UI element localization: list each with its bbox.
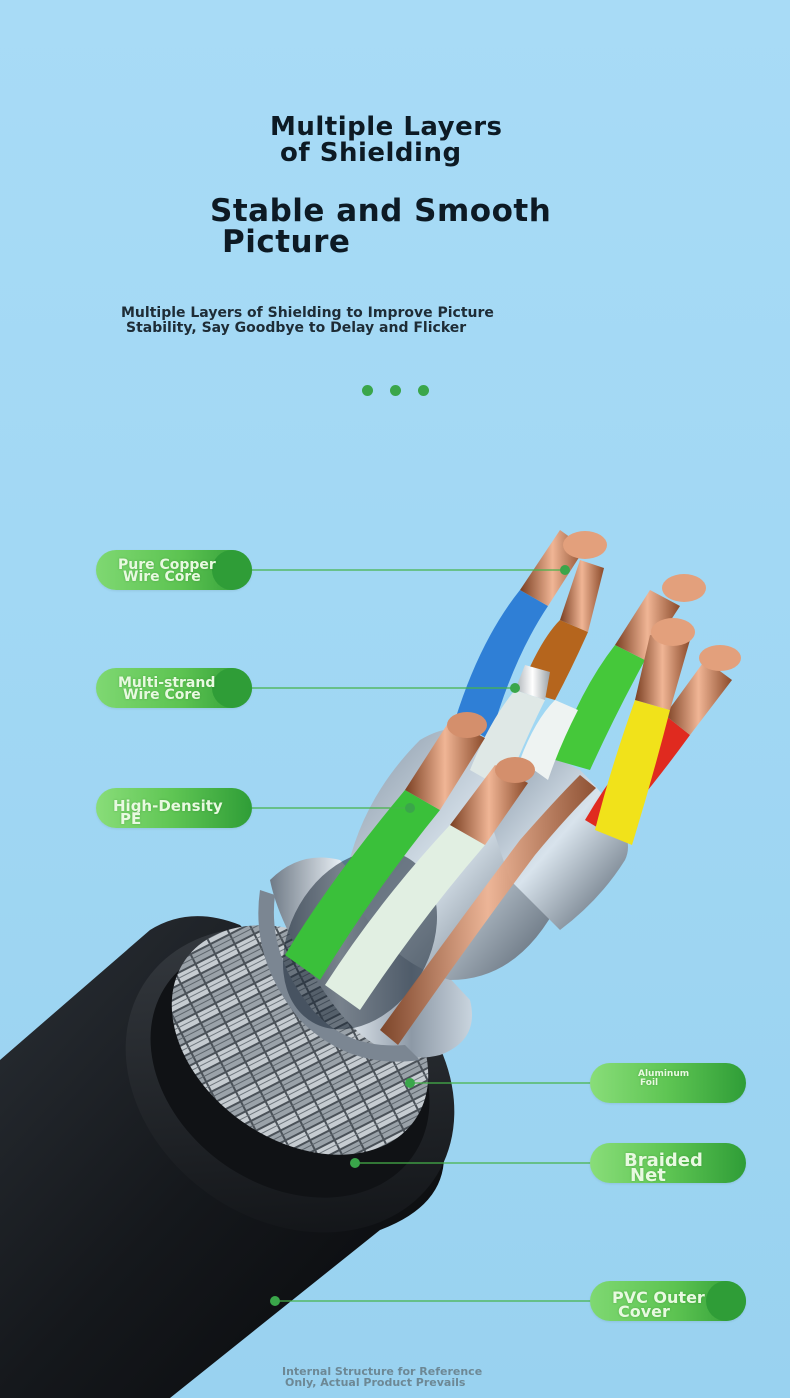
- callout-braided-net: Braided Net: [590, 1143, 746, 1187]
- callout-high-density-pe: High-Density PE: [96, 788, 252, 828]
- callout-pvc-outer-cover: PVC Outer Cover: [590, 1281, 746, 1321]
- callout-multi-strand-wire-core: Multi-strand Wire Core: [96, 668, 252, 708]
- description: Multiple Layers of Shielding to Improve …: [121, 306, 494, 335]
- headline-primary-line2: of Shielding: [280, 138, 462, 168]
- disclaimer-line1: Internal Structure for Reference: [282, 1365, 483, 1378]
- callout-knob-icon: [706, 1281, 746, 1321]
- callout-knob-icon: [212, 668, 252, 708]
- headline-secondary-line2: Picture: [222, 224, 351, 260]
- disclaimer-line2: Only, Actual Product Prevails: [285, 1376, 466, 1389]
- headline-secondary: Stable and Smooth Picture: [210, 196, 551, 258]
- description-line1: Multiple Layers of Shielding to Improve …: [121, 305, 494, 321]
- description-line2: Stability, Say Goodbye to Delay and Flic…: [126, 319, 467, 336]
- dot-icon: [418, 385, 429, 396]
- callout-label: Braided Net: [624, 1150, 703, 1187]
- decorative-dots: [362, 385, 429, 396]
- callout-aluminum-foil: Aluminum Foil: [590, 1063, 746, 1103]
- headline-primary-line1: Multiple Layers: [270, 112, 503, 142]
- callout-label: Aluminum Foil: [638, 1069, 690, 1088]
- headline-secondary-line1: Stable and Smooth: [210, 193, 552, 229]
- callout-label: High-Density PE: [113, 797, 223, 828]
- dot-icon: [390, 385, 401, 396]
- dot-icon: [362, 385, 373, 396]
- disclaimer-note: Internal Structure for Reference Only, A…: [282, 1366, 482, 1388]
- headline-primary: Multiple Layers of Shielding: [270, 114, 503, 166]
- callout-label: Pure Copper Wire Core: [118, 557, 216, 585]
- callout-pure-copper-wire-core: Pure Copper Wire Core: [96, 550, 252, 590]
- callout-label: PVC Outer Cover: [612, 1288, 705, 1321]
- callout-knob-icon: [212, 550, 252, 590]
- callout-label: Multi-strand Wire Core: [118, 675, 216, 703]
